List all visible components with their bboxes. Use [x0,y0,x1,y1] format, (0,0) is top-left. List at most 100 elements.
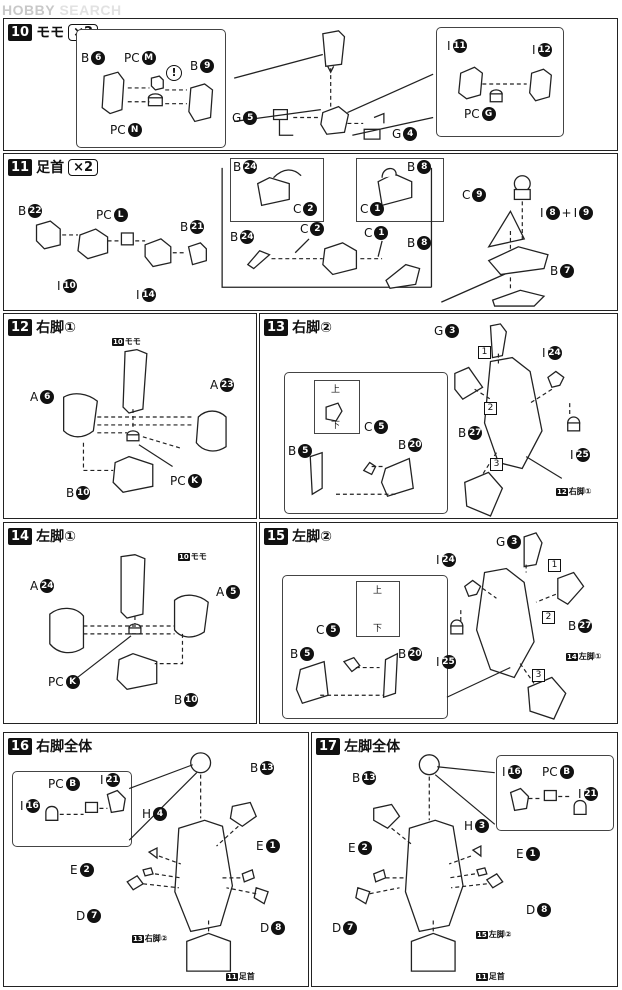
step-11-header: 11 足首 ×2 [8,157,99,177]
step-title: 右脚全体 [36,739,93,755]
orientation-up-label: 上 [373,586,383,596]
step-title: 足首 [36,160,65,176]
step-number: 10 [8,23,33,41]
step-16-header: 16 右脚全体 [8,736,92,756]
step-marker: 2 [484,402,497,415]
warning-icon: ! [166,65,182,81]
step-marker: 1 [548,559,561,572]
step-number: 14 [8,527,33,545]
step-number: 15 [264,527,289,545]
step-10-drawing [101,30,552,140]
step-16-drawing [45,752,269,972]
step-11-drawing [35,167,549,307]
step-17-header: 17 左脚全体 [316,736,400,756]
step-14-header: 14 左脚① [8,526,76,546]
step-12-drawing [63,348,227,493]
orientation-down-label: 下 [331,421,341,431]
step-13-header: 13 右脚② [264,317,332,337]
step-11-panel: 11 足首 ×2 [3,153,618,311]
step-title: 左脚全体 [344,739,401,755]
orientation-up-label: 上 [331,385,341,395]
multiplier-badge: ×2 [68,158,99,176]
step-number: 17 [316,737,341,755]
step-number: 12 [8,318,33,336]
step-title: 右脚② [292,320,332,336]
step-title: 左脚① [36,529,76,545]
orientation-down-label: 下 [373,624,383,634]
step-number: 13 [264,318,289,336]
step-17-drawing [355,754,587,972]
step-marker: 3 [490,458,503,471]
step-title: 右脚① [36,320,76,336]
step-title: 左脚② [292,529,332,545]
step-15-header: 15 左脚② [264,526,332,546]
step-marker: 3 [532,669,545,682]
step-10-panel: 10 モモ ×2 B6 PCM ! B9 [3,18,618,151]
step-marker: 1 [478,346,491,359]
step-14-drawing [49,554,209,691]
step-number: 11 [8,158,33,176]
orientation-inset [314,380,360,434]
